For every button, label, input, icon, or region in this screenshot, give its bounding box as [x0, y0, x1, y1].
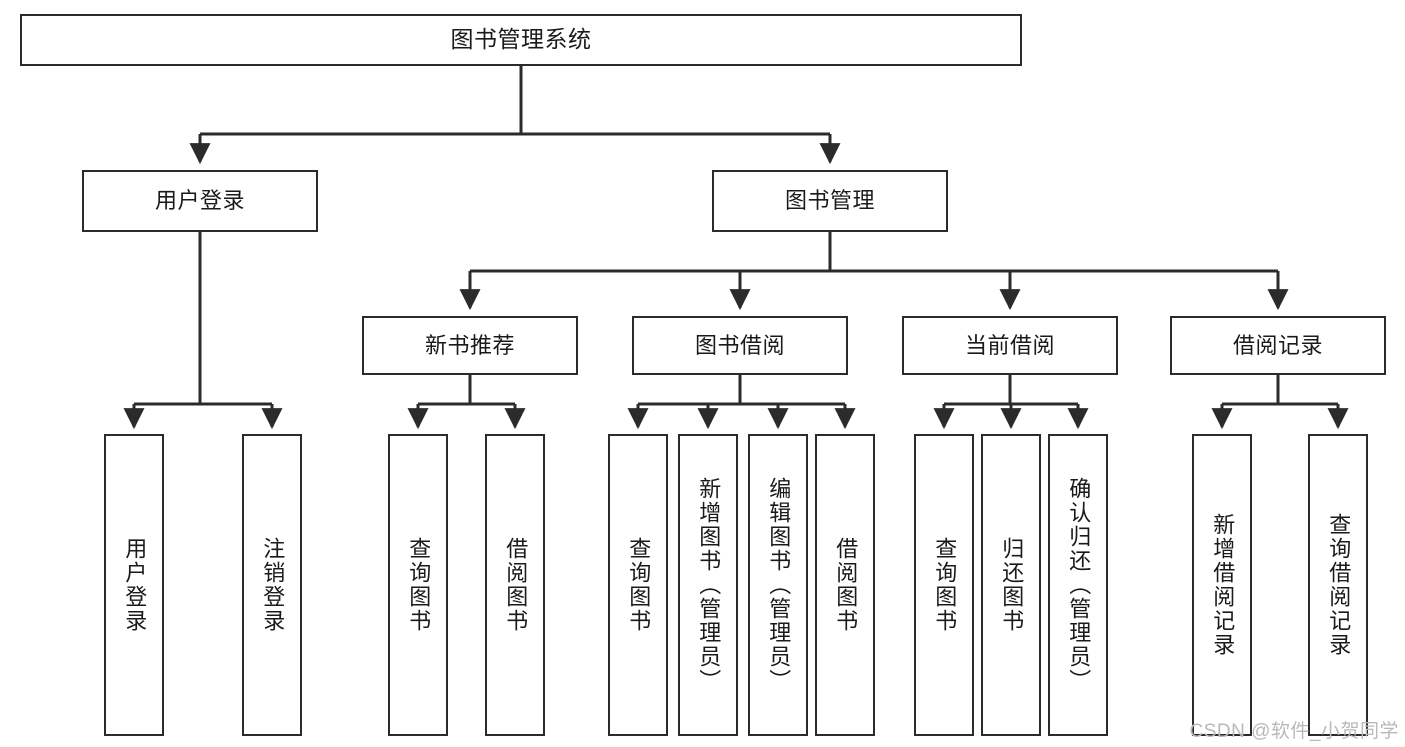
node-leaf-user-login[interactable]: 用户登录: [104, 434, 164, 736]
node-leaf-user-login-label: 用户登录: [122, 537, 148, 633]
node-new-book-recommend[interactable]: 新书推荐: [362, 316, 578, 375]
node-new-book-recommend-label: 新书推荐: [424, 332, 515, 358]
node-leaf-confirm-return-label: 确认归还（管理员）: [1066, 477, 1092, 693]
node-leaf-query-book-3[interactable]: 查询图书: [914, 434, 974, 736]
node-book-management[interactable]: 图书管理: [712, 170, 948, 232]
node-leaf-query-book-1-label: 查询图书: [406, 537, 432, 633]
node-current-borrow-label: 当前借阅: [964, 332, 1055, 358]
node-leaf-borrow-book-1[interactable]: 借阅图书: [485, 434, 545, 736]
node-leaf-edit-book[interactable]: 编辑图书（管理员）: [748, 434, 808, 736]
node-user-login[interactable]: 用户登录: [82, 170, 318, 232]
node-root-label: 图书管理系统: [450, 26, 592, 53]
node-leaf-query-record[interactable]: 查询借阅记录: [1308, 434, 1368, 736]
node-user-login-label: 用户登录: [154, 188, 245, 214]
node-book-borrow-label: 图书借阅: [694, 332, 785, 358]
node-leaf-query-book-2-label: 查询图书: [626, 537, 652, 633]
node-current-borrow[interactable]: 当前借阅: [902, 316, 1118, 375]
node-leaf-return-book-label: 归还图书: [999, 537, 1025, 633]
node-book-borrow[interactable]: 图书借阅: [632, 316, 848, 375]
node-borrow-record-label: 借阅记录: [1232, 332, 1323, 358]
watermark: CSDN @软件_小贺同学: [1189, 721, 1399, 742]
node-root[interactable]: 图书管理系统: [20, 14, 1022, 66]
node-leaf-logout-label: 注销登录: [260, 537, 286, 633]
node-leaf-borrow-book-2-label: 借阅图书: [833, 537, 859, 633]
node-leaf-add-book-label: 新增图书（管理员）: [696, 477, 722, 693]
node-leaf-borrow-book-2[interactable]: 借阅图书: [815, 434, 875, 736]
node-leaf-query-book-2[interactable]: 查询图书: [608, 434, 668, 736]
node-leaf-query-book-1[interactable]: 查询图书: [388, 434, 448, 736]
node-leaf-query-book-3-label: 查询图书: [932, 537, 958, 633]
node-leaf-logout[interactable]: 注销登录: [242, 434, 302, 736]
node-leaf-return-book[interactable]: 归还图书: [981, 434, 1041, 736]
node-leaf-query-record-label: 查询借阅记录: [1326, 513, 1352, 657]
node-borrow-record[interactable]: 借阅记录: [1170, 316, 1386, 375]
node-leaf-add-book[interactable]: 新增图书（管理员）: [678, 434, 738, 736]
node-leaf-edit-book-label: 编辑图书（管理员）: [766, 477, 792, 693]
node-leaf-add-record[interactable]: 新增借阅记录: [1192, 434, 1252, 736]
node-leaf-borrow-book-1-label: 借阅图书: [503, 537, 529, 633]
node-leaf-confirm-return[interactable]: 确认归还（管理员）: [1048, 434, 1108, 736]
node-book-management-label: 图书管理: [784, 188, 875, 214]
node-leaf-add-record-label: 新增借阅记录: [1210, 513, 1236, 657]
